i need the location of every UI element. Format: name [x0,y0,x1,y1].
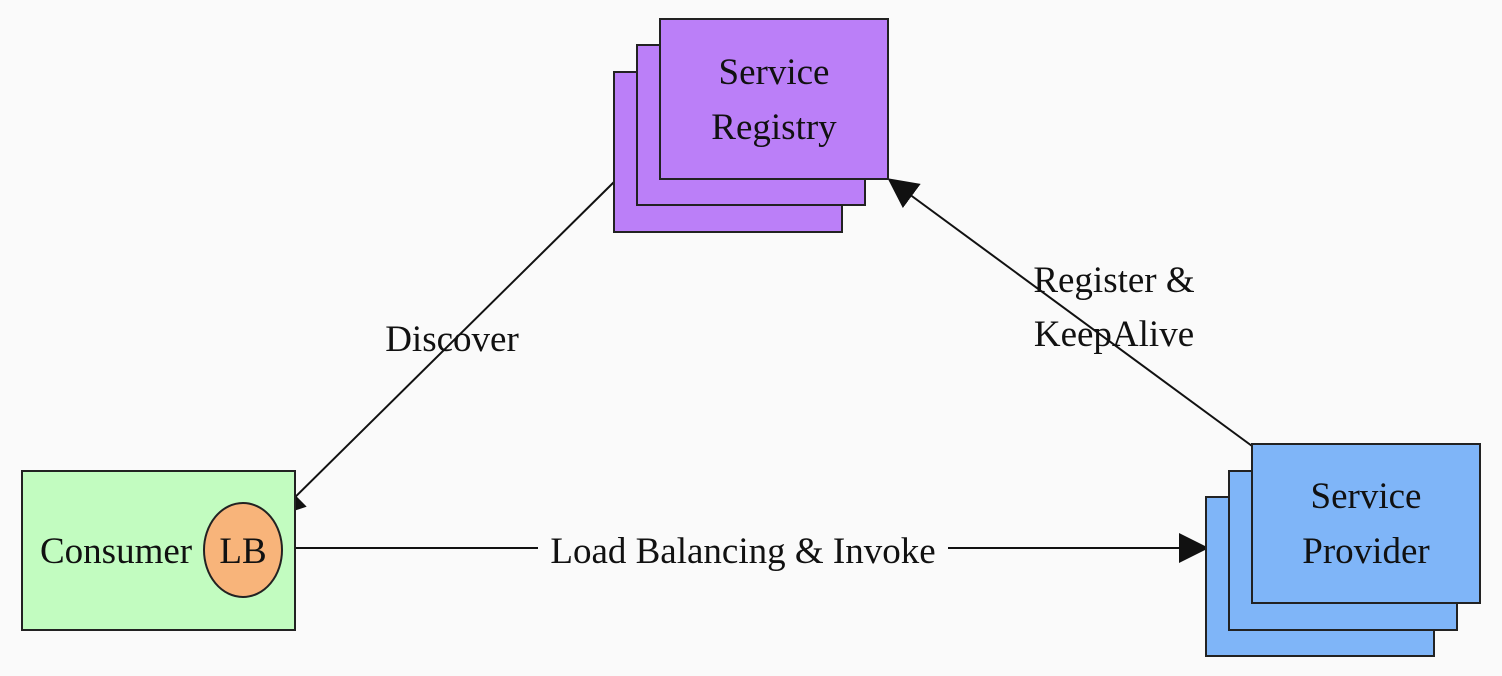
service-registry-node: Service Registry [613,18,889,233]
register-label-line1: Register & [1033,260,1195,301]
lb-circle [203,502,283,598]
invoke-label: Load Balancing & Invoke [550,531,935,572]
provider-label-line1: Service [1311,476,1422,517]
invoke-label-background [538,526,948,574]
register-label-line2: KeepAlive [1034,314,1194,355]
discover-label: Discover [385,319,519,360]
registry-front-card [659,18,889,180]
register-arrow [887,178,1253,447]
registry-label-line1: Service [719,52,830,93]
consumer-label: Consumer [40,531,192,572]
discover-arrow [274,181,615,518]
consumer-node: Consumer LB [21,470,296,631]
provider-label-line2: Provider [1302,531,1429,572]
lb-label: LB [219,531,266,572]
provider-front-card [1251,443,1481,604]
registry-label-line2: Registry [711,107,837,148]
service-provider-node: Service Provider [1205,443,1481,657]
